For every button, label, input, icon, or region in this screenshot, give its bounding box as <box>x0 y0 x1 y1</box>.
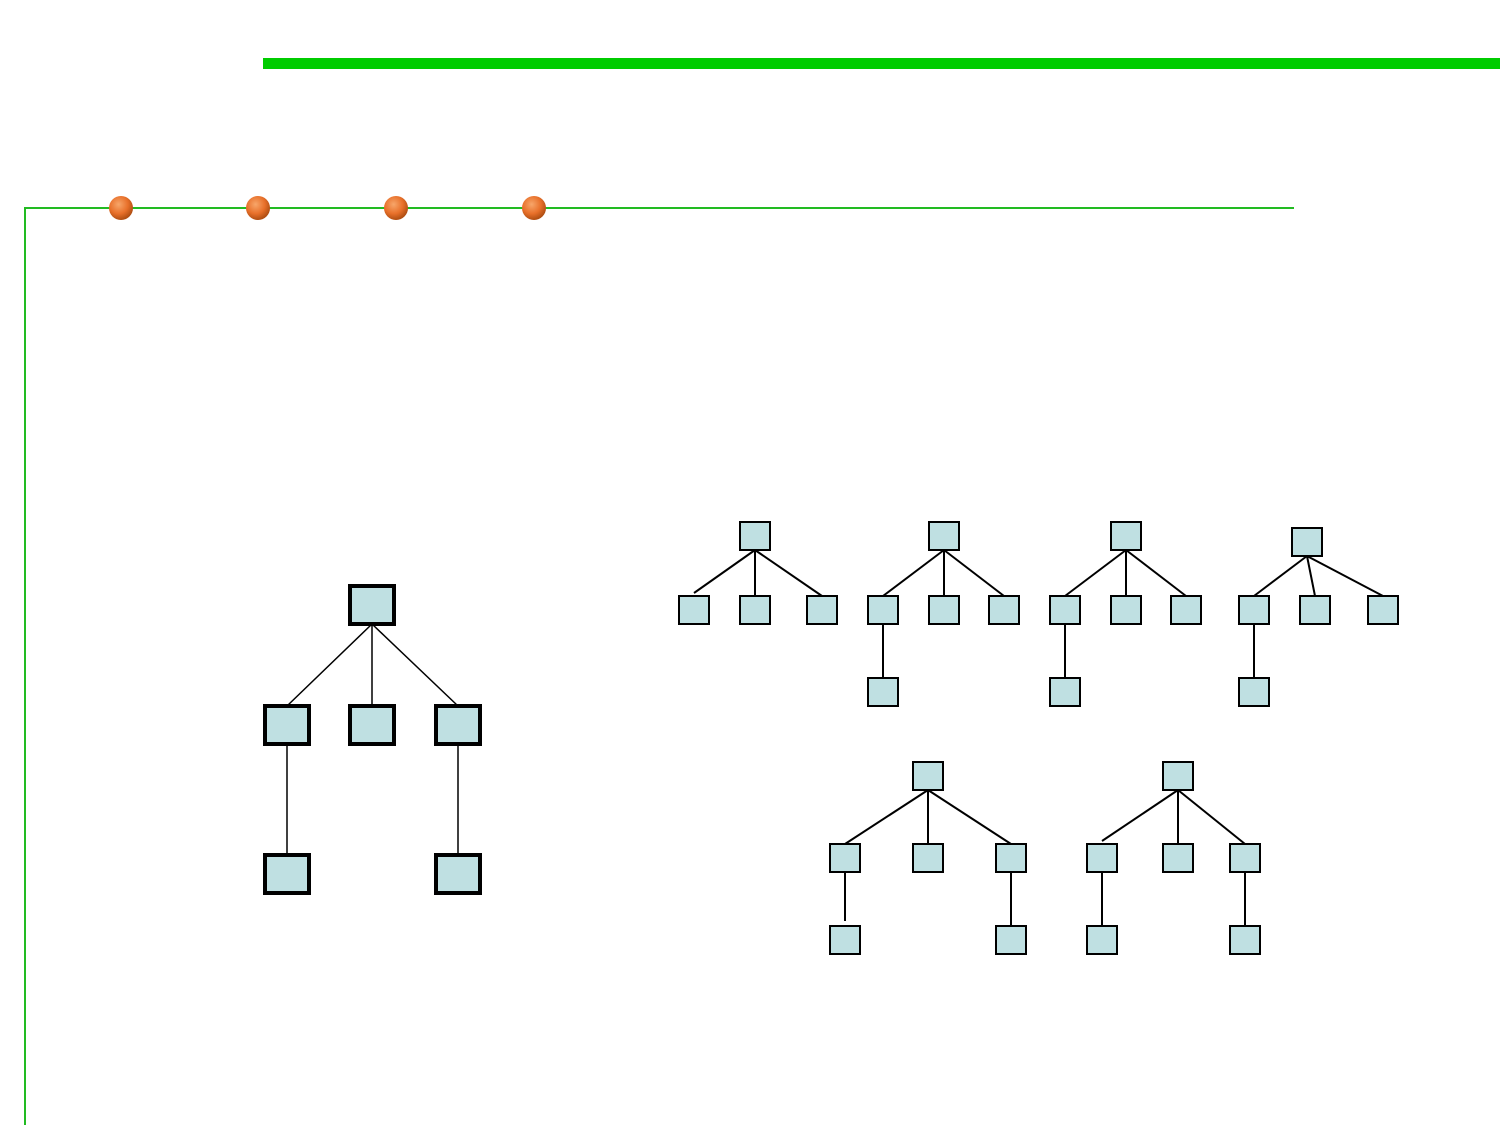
variant-4-child-node-2 <box>1299 595 1331 625</box>
variant-3-edge-root-to-child-3 <box>1125 549 1187 597</box>
variant-6-edge-root-to-child-3 <box>1177 789 1246 845</box>
subtree-variant-2 <box>867 521 1020 707</box>
variant-2-edge-root-to-child-1 <box>882 549 945 597</box>
variant-5-edge-root-to-child-1 <box>844 789 929 845</box>
top-accent-bar <box>263 58 1500 69</box>
variant-5-root-node <box>912 761 944 791</box>
variant-5-child-node-3 <box>995 843 1027 873</box>
variant-5-edge-root-to-child-3 <box>927 789 1012 845</box>
variant-5-grandchild-node-1 <box>829 925 861 955</box>
slide-decorations <box>24 58 1500 1125</box>
variant-6-edge-root-to-child-1 <box>1101 789 1179 842</box>
variant-1-child-node-2 <box>739 595 771 625</box>
subtree-variants-diagram <box>678 521 1399 955</box>
variant-2-grandchild-node-1 <box>867 677 899 707</box>
variant-3-grandchild-node-1 <box>1049 677 1081 707</box>
node-child-left <box>263 704 311 746</box>
variant-4-edge-root-to-child-1 <box>1253 555 1308 597</box>
edge-root-to-child-right <box>371 623 459 707</box>
variant-1-edge-root-to-child-3 <box>754 549 823 597</box>
subtree-variant-4 <box>1238 527 1399 707</box>
node-child-right <box>434 704 482 746</box>
subtree-variant-3 <box>1049 521 1202 707</box>
edge-root-to-child-left <box>286 623 373 707</box>
variant-4-child-node-3 <box>1367 595 1399 625</box>
variant-5-child-node-2 <box>912 843 944 873</box>
variant-4-root-node <box>1291 527 1323 557</box>
subtree-variant-1 <box>678 521 838 625</box>
variant-1-child-node-3 <box>806 595 838 625</box>
variant-3-edge-root-to-child-1 <box>1064 549 1127 597</box>
variant-2-child-node-2 <box>928 595 960 625</box>
node-grandchild-right <box>434 853 482 895</box>
variant-1-root-node <box>739 521 771 551</box>
variant-5-child-node-1 <box>829 843 861 873</box>
bullet-dot-4 <box>522 196 546 220</box>
variant-3-child-node-2 <box>1110 595 1142 625</box>
variant-4-edge-root-to-child-3 <box>1306 555 1384 597</box>
variant-3-child-node-3 <box>1170 595 1202 625</box>
variant-2-root-node <box>928 521 960 551</box>
bullet-dot-2 <box>246 196 270 220</box>
main-tree-diagram <box>263 584 482 895</box>
variant-6-grandchild-node-1 <box>1086 925 1118 955</box>
variant-2-edge-root-to-child-3 <box>943 549 1005 597</box>
variant-4-child-node-1 <box>1238 595 1270 625</box>
variant-2-child-node-3 <box>988 595 1020 625</box>
subtree-variant-5 <box>829 761 1027 955</box>
subtree-variant-6 <box>1086 761 1261 955</box>
bullet-dot-1 <box>109 196 133 220</box>
node-grandchild-left <box>263 853 311 895</box>
variant-1-child-node-1 <box>678 595 710 625</box>
variant-6-root-node <box>1162 761 1194 791</box>
variant-3-root-node <box>1110 521 1142 551</box>
variant-2-child-node-1 <box>867 595 899 625</box>
variant-6-child-node-1 <box>1086 843 1118 873</box>
variant-6-child-node-2 <box>1162 843 1194 873</box>
variant-6-child-node-3 <box>1229 843 1261 873</box>
node-root <box>348 584 396 626</box>
variant-4-grandchild-node-1 <box>1238 677 1270 707</box>
bullet-dot-3 <box>384 196 408 220</box>
variant-3-child-node-1 <box>1049 595 1081 625</box>
node-child-middle <box>348 704 396 746</box>
variant-1-edge-root-to-child-1 <box>693 549 756 594</box>
variant-5-grandchild-node-3 <box>995 925 1027 955</box>
variant-6-grandchild-node-3 <box>1229 925 1261 955</box>
variant-4-edge-root-to-child-2 <box>1306 555 1316 597</box>
